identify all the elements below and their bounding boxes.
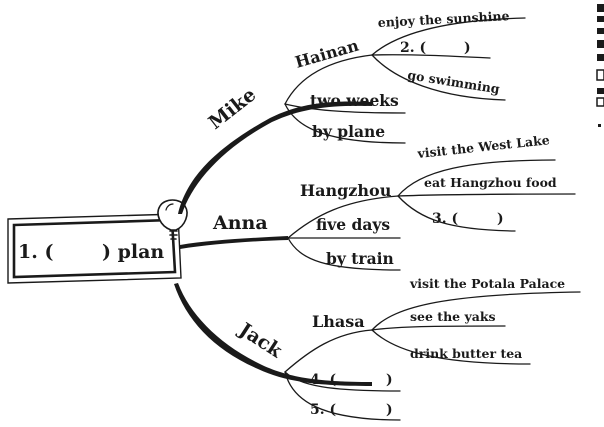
anna-activity-3-close: )	[497, 211, 504, 227]
root-suffix: ) plan	[102, 241, 164, 263]
jack-activity-1: visit the Potala Palace	[409, 276, 565, 291]
anna-line-act1	[397, 159, 556, 197]
mike-line-duration	[284, 103, 406, 114]
mike-line-transport	[284, 103, 406, 144]
anna-activity-3: 3. (	[432, 211, 458, 227]
jack-line-act1	[371, 291, 581, 331]
anna-line-transport	[287, 237, 401, 271]
anna-activity-2: eat Hangzhou food	[424, 175, 557, 190]
root-box-outer	[7, 213, 182, 284]
mike-line-place	[284, 54, 373, 105]
jack-place: Lhasa	[312, 312, 365, 331]
jack-blank-5: 5. (	[310, 402, 336, 418]
mike-activity-1: enjoy the sunshine	[377, 8, 509, 30]
edge-mark	[596, 4, 604, 127]
branch-mike	[178, 101, 372, 214]
mike-line-act1	[371, 17, 526, 56]
mike-duration: two weeks	[310, 91, 399, 110]
anna-place: Hangzhou	[300, 181, 392, 200]
jack-activity-2: see the yaks	[410, 309, 496, 324]
person-name-anna: Anna	[212, 212, 268, 234]
anna-line-act3	[397, 195, 516, 232]
mike-line-act3	[371, 54, 506, 101]
branch-anna	[180, 236, 288, 249]
anna-transport: by train	[326, 249, 394, 268]
jack-blank-5-close: )	[386, 402, 393, 418]
root-box-inner	[12, 218, 177, 279]
mike-line-act2	[371, 54, 491, 59]
lightbulb-icon	[157, 199, 188, 240]
anna-line-place	[287, 195, 399, 239]
person-name-mike: Mike	[205, 84, 261, 134]
jack-blank-4-close: )	[386, 372, 393, 388]
jack-line-act2	[371, 325, 506, 331]
mike-activity-2: 2. (	[400, 40, 426, 56]
jack-line-act3	[371, 329, 531, 365]
branch-jack	[174, 283, 372, 386]
anna-line-act2	[397, 193, 576, 197]
jack-line-blank5	[284, 371, 401, 421]
jack-line-place	[284, 329, 373, 373]
mike-activity-2-close: )	[464, 40, 471, 56]
mike-activity-3: go swimming	[407, 67, 501, 96]
jack-blank-4: 4. (	[310, 372, 336, 388]
mike-transport: by plane	[312, 122, 385, 141]
jack-line-blank4	[284, 371, 401, 392]
root-number: 1. (	[18, 241, 53, 263]
anna-activity-1: visit the West Lake	[416, 132, 551, 161]
root-node: 1. ( ) plan	[7, 213, 182, 284]
jack-activity-3: drink butter tea	[410, 346, 522, 361]
anna-duration: five days	[316, 215, 390, 234]
